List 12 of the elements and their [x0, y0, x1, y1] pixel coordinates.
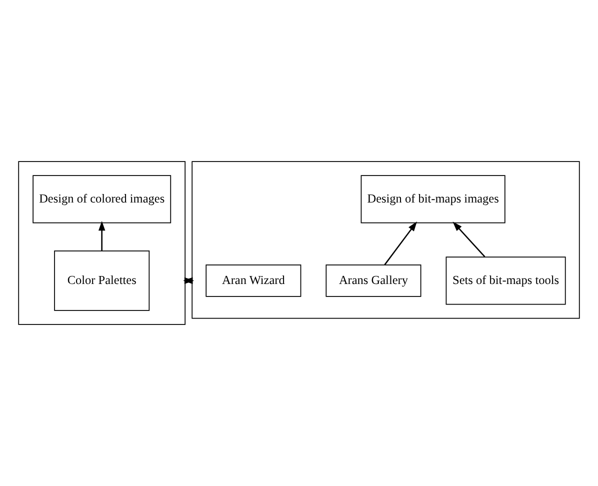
arrow	[384, 222, 417, 266]
node-box: Sets of bit-maps tools	[446, 256, 566, 305]
cluster	[18, 161, 186, 325]
arrow	[452, 222, 486, 258]
node-box: Arans Gallery	[326, 264, 422, 297]
cluster	[192, 161, 580, 319]
arrow	[98, 220, 106, 251]
arrow	[183, 277, 194, 284]
node-box: Design of bit-maps images	[360, 175, 506, 224]
node-box: Design of colored images	[32, 175, 172, 224]
node-box: Aran Wizard	[206, 264, 302, 297]
node-box: Color Palettes	[54, 250, 150, 311]
